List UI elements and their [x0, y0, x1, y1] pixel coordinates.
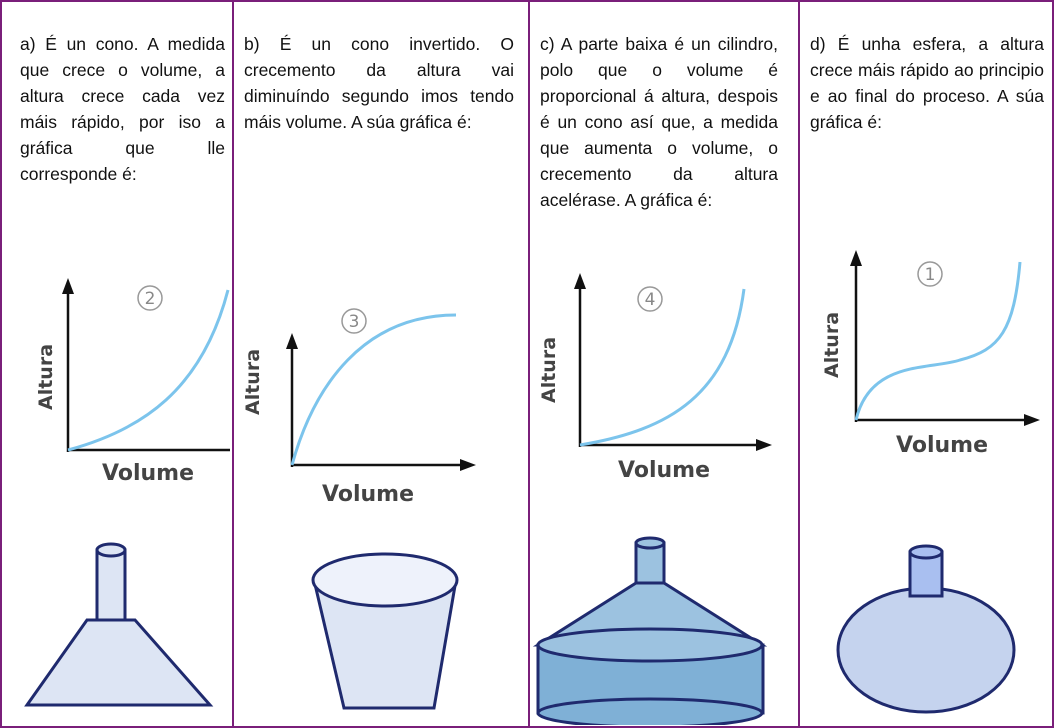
- cell-c-text: c) A parte baixa é un cilindro, polo que…: [540, 34, 778, 210]
- cell-b: b) É un cono invertido. O crecemento da …: [234, 0, 528, 728]
- x-axis-label: Volume: [618, 458, 710, 483]
- x-axis-label: Volume: [102, 461, 194, 486]
- y-axis-arrow: [574, 273, 586, 289]
- y-axis-label: Altura: [821, 312, 843, 378]
- graph-number-circle: [637, 286, 663, 312]
- y-axis-label: Altura: [538, 337, 560, 403]
- table-bottom-border: [0, 726, 1054, 728]
- table-top-border: [0, 0, 1054, 2]
- graph-curve: [67, 289, 230, 452]
- column-divider: [798, 0, 800, 728]
- vessel-inverted-cone: [311, 552, 459, 710]
- graph-curve: [579, 288, 746, 447]
- column-divider: [528, 0, 530, 728]
- graph-b: 3 Altura Volume: [242, 308, 476, 507]
- y-axis-label: Altura: [35, 344, 57, 410]
- y-axis-arrow: [62, 278, 74, 294]
- y-axis-label: Altura: [242, 349, 264, 415]
- cell-d: d) É unha esfera, a altura crece máis rá…: [800, 0, 1052, 728]
- cell-b-text: b) É un cono invertido. O crecemento da …: [244, 34, 514, 132]
- vessel-cone: [24, 542, 214, 707]
- graph-number: 3: [349, 312, 360, 332]
- graph-curve: [290, 313, 457, 466]
- cell-d-text: d) É unha esfera, a altura crece máis rá…: [810, 34, 1044, 132]
- cell-c: c) A parte baixa é un cilindro, polo que…: [530, 0, 798, 728]
- graph-number: 4: [645, 290, 656, 310]
- graph-number-circle: [917, 261, 943, 287]
- table-right-border: [1052, 0, 1054, 728]
- vessel-sphere: [836, 544, 1016, 714]
- cell-a: a) É un cono. A medida que crece o volum…: [2, 0, 232, 728]
- x-axis-label: Volume: [896, 433, 988, 458]
- graph-c: 4 Altura Volume: [538, 273, 772, 483]
- cell-a-text: a) É un cono. A medida que crece o volum…: [20, 34, 225, 184]
- x-axis-arrow: [1024, 414, 1040, 426]
- graph-number-circle: [341, 308, 367, 334]
- x-axis-label: Volume: [322, 482, 414, 507]
- x-axis-arrow: [460, 459, 476, 471]
- vessel-cylinder-cone: [532, 536, 768, 725]
- graph-number-circle: [137, 285, 163, 311]
- x-axis-arrow: [756, 439, 772, 451]
- graph-a: 2 Altura Volume: [35, 278, 230, 486]
- y-axis-arrow: [850, 250, 862, 266]
- graph-curve: [854, 261, 1022, 421]
- column-divider: [232, 0, 234, 728]
- graph-number: 2: [145, 289, 156, 309]
- table-left-border: [0, 0, 2, 728]
- graph-d: 1 Altura Volume: [821, 250, 1040, 458]
- y-axis-arrow: [286, 333, 298, 349]
- graph-number: 1: [925, 265, 936, 285]
